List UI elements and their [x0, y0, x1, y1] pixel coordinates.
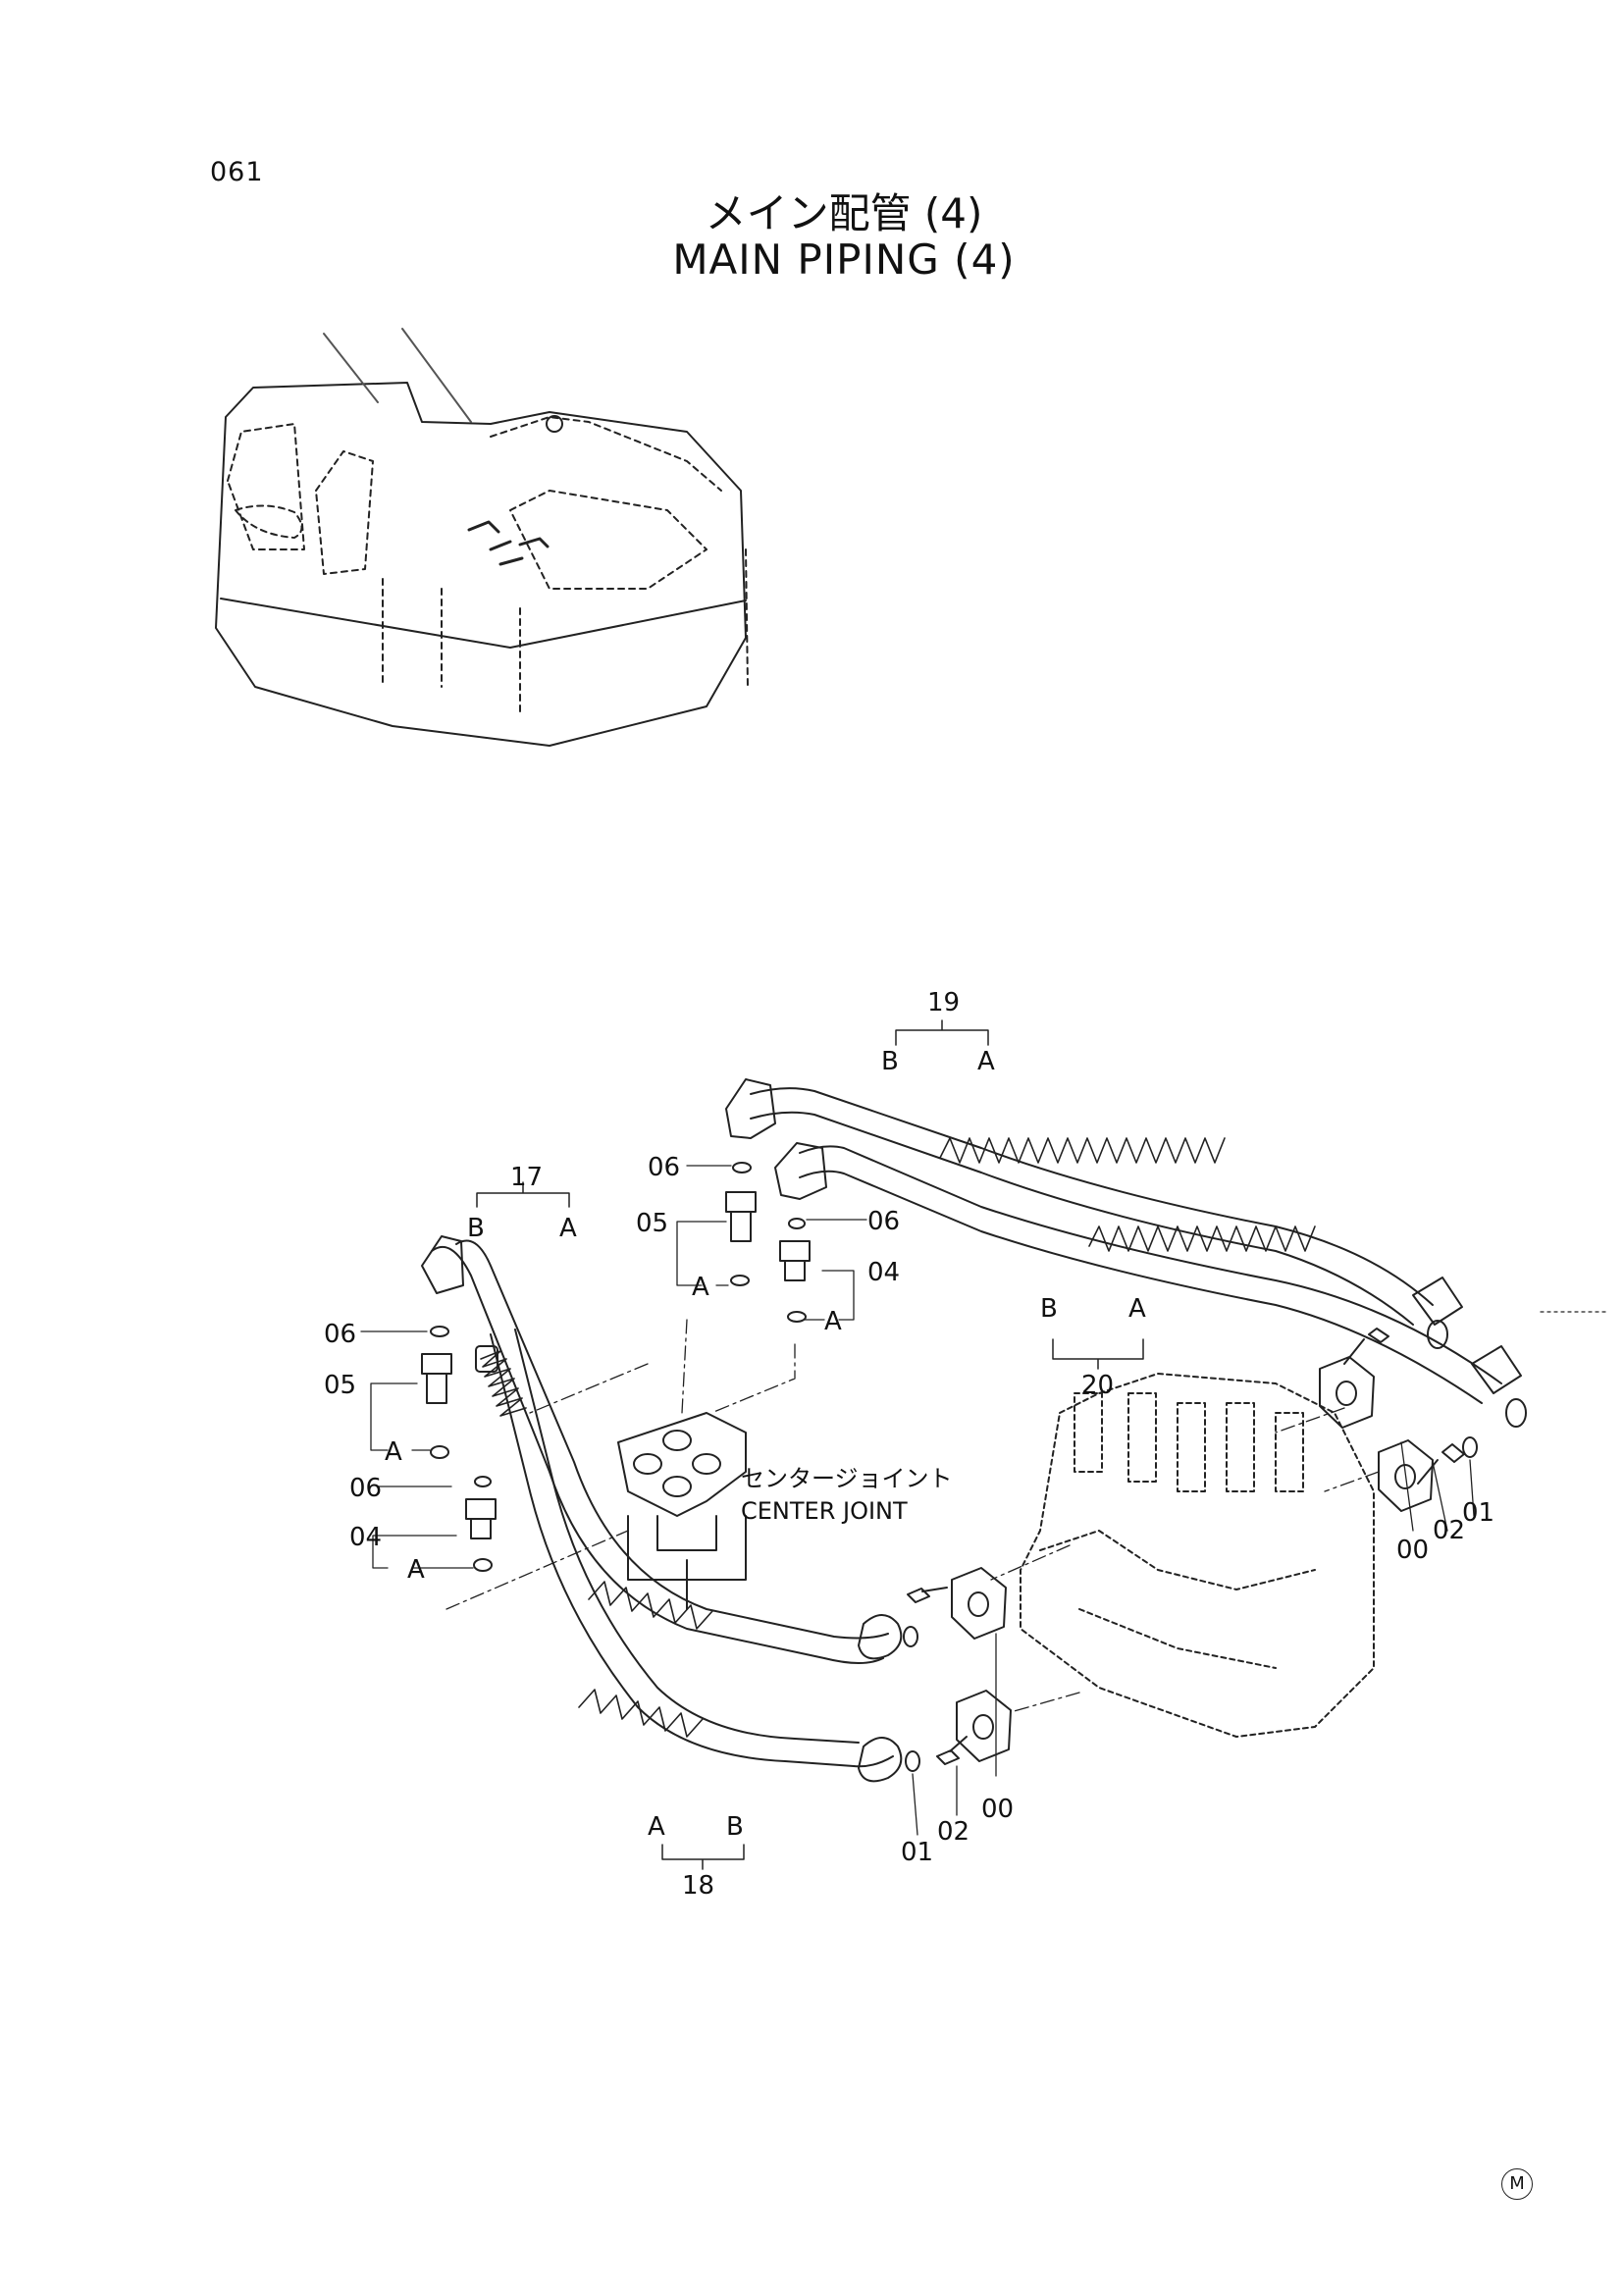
control-valve-illustration	[1020, 1373, 1375, 1738]
callout-04-left-a: A	[407, 1555, 425, 1585]
callout-02-lower: 02	[937, 1817, 969, 1847]
callout-17-b: B	[467, 1214, 485, 1243]
callout-04-left: 04	[349, 1523, 382, 1552]
center-joint-illustration	[617, 1412, 747, 1610]
split-flange-lower-b	[905, 1690, 1012, 1772]
callout-18-b: B	[726, 1812, 744, 1842]
callout-17: 17	[510, 1163, 543, 1192]
leader-lines	[360, 1165, 1475, 1836]
fitting-group-left	[421, 1326, 497, 1572]
split-flange-upper	[1319, 1328, 1389, 1429]
callout-19-a: A	[977, 1047, 995, 1076]
callout-20-a: A	[1128, 1294, 1146, 1324]
callout-01-right: 01	[1462, 1498, 1494, 1528]
split-flange-lower-a	[903, 1567, 1007, 1647]
callout-05-left-a: A	[385, 1437, 402, 1467]
callout-20-b: B	[1040, 1294, 1058, 1324]
callout-18-a: A	[648, 1812, 665, 1842]
fitting-group-upper	[725, 1162, 811, 1323]
center-joint-label-en: CENTER JOINT	[741, 1497, 908, 1525]
title-english: MAIN PIPING (4)	[672, 235, 1016, 284]
callout-17-a: A	[559, 1214, 577, 1243]
callout-02-right: 02	[1433, 1516, 1465, 1545]
callout-04-a: A	[824, 1307, 842, 1336]
page-number: 061	[210, 157, 264, 187]
callout-06-top: 06	[648, 1153, 680, 1182]
center-joint-label: センタージョイント CENTER JOINT	[741, 1465, 953, 1525]
callout-06-right: 06	[867, 1207, 900, 1236]
callout-01-lower: 01	[901, 1838, 933, 1867]
callout-05-left: 05	[324, 1371, 356, 1400]
center-joint-label-ja: センタージョイント	[741, 1465, 953, 1492]
trademark-mark: M	[1501, 2168, 1533, 2200]
callout-18: 18	[682, 1871, 714, 1901]
callout-20: 20	[1081, 1371, 1114, 1400]
hose-assembly-17-18	[421, 1235, 903, 1783]
callout-05-top: 05	[636, 1209, 668, 1238]
callout-06-left: 06	[324, 1320, 356, 1349]
split-flange-right	[1378, 1436, 1478, 1512]
callout-19-b: B	[881, 1047, 899, 1076]
callout-19: 19	[927, 988, 960, 1017]
callout-06-left-2: 06	[349, 1474, 382, 1503]
assembly-brackets	[476, 1019, 1144, 1870]
callout-05-a: A	[692, 1273, 709, 1302]
callout-labels: 19 B A B A 20 17 B A 06 05 A 06 04 A 06 …	[324, 988, 1494, 1901]
excavator-overview-illustration	[215, 328, 749, 747]
hose-assembly-19-20	[725, 1078, 1610, 1428]
title-japanese: メイン配管 (4)	[705, 189, 983, 237]
callout-00-right: 00	[1396, 1536, 1429, 1565]
centre-lines	[445, 1319, 1380, 1713]
callout-00-lower: 00	[981, 1795, 1014, 1824]
callout-04-top: 04	[867, 1258, 900, 1287]
